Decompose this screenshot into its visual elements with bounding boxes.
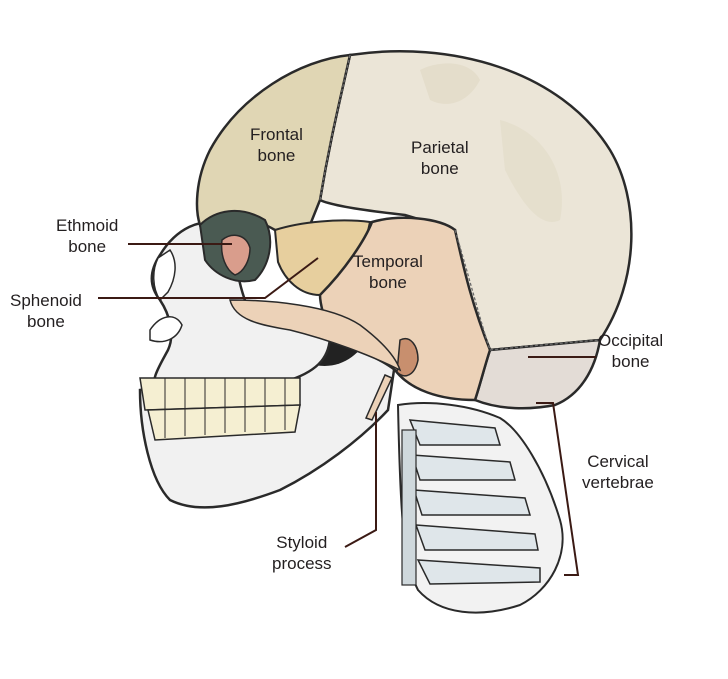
parietal-label-line1: Parietal: [411, 138, 469, 157]
parietal-label-line2: bone: [420, 159, 459, 178]
leader-lines: [98, 243, 596, 576]
cervical-bracket-line: [536, 402, 580, 576]
teeth: [139, 377, 301, 441]
sphenoid-leader-line: [98, 257, 319, 299]
styloid-label-line2: process: [272, 554, 332, 573]
label-cervical-vertebrae: Cervical vertebrae: [582, 451, 654, 493]
temporal-label-line2: bone: [369, 273, 407, 292]
ethmoid-label-line2: bone: [68, 237, 107, 256]
label-parietal-bone: Parietal bone: [411, 137, 469, 179]
sphenoid-label-line2: bone: [27, 312, 65, 331]
cervical-label-line2: vertebrae: [582, 473, 654, 492]
parietal-bone-shape: [318, 50, 633, 352]
zygomatic-arch: [229, 299, 402, 372]
occipital-label-line2: bone: [611, 352, 650, 371]
styloid-label-line1: Styloid: [276, 533, 328, 552]
temporal-label-line1: Temporal: [353, 252, 423, 271]
styloid-leader-line: [344, 412, 377, 548]
label-frontal-bone: Frontal bone: [250, 124, 303, 166]
ethmoid-bone-shape: [220, 234, 251, 276]
occipital-bone-shape: [473, 338, 602, 410]
frontal-label-line2: bone: [257, 146, 296, 165]
occipital-label-line1: Occipital: [598, 331, 664, 350]
frontal-label-line1: Frontal: [250, 125, 303, 144]
cervical-vertebrae-shape: [396, 402, 564, 614]
sphenoid-label-line1: Sphenoid: [10, 291, 82, 310]
ethmoid-label-line1: Ethmoid: [56, 216, 119, 235]
styloid-process-shape: [364, 374, 394, 421]
cervical-label-line1: Cervical: [587, 452, 649, 471]
label-occipital-bone: Occipital bone: [598, 330, 663, 372]
sutures: [319, 54, 601, 351]
label-sphenoid-bone: Sphenoid bone: [10, 290, 82, 332]
label-ethmoid-bone: Ethmoid bone: [56, 215, 118, 257]
label-temporal-bone: Temporal bone: [353, 251, 423, 293]
label-styloid-process: Styloid process: [272, 532, 332, 574]
